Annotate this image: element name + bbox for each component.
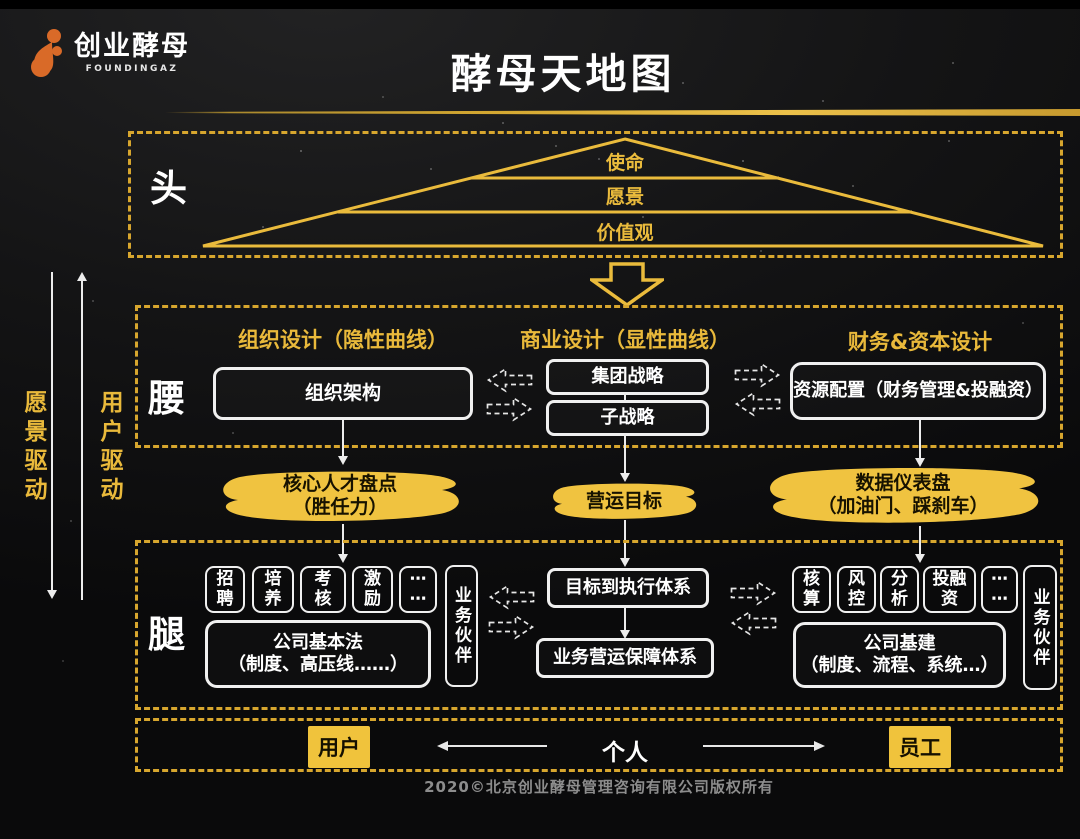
connector-line bbox=[624, 434, 626, 476]
employee-badge: 员工 bbox=[889, 726, 951, 768]
dashed-arrow-left-icon bbox=[486, 367, 533, 393]
legs-section-label: 腿 bbox=[148, 613, 185, 656]
individual-label: 个人 bbox=[602, 740, 648, 766]
user-badge: 用户 bbox=[308, 726, 370, 768]
finance-design-header: 财务&资本设计 bbox=[847, 330, 993, 354]
top-black-bar bbox=[0, 0, 1080, 9]
data-dashboard-blob: 数据仪表盘（加油门、踩刹车） bbox=[755, 464, 1051, 526]
connector-arrowhead bbox=[620, 473, 630, 482]
analysis-box: 分析 bbox=[880, 566, 919, 613]
pyramid-graphic: 使命 愿景 价值观 bbox=[202, 137, 1044, 248]
company-basic-law-box: 公司基本法（制度、高压线……） bbox=[205, 620, 431, 688]
bottom-section-box bbox=[135, 718, 1063, 772]
gold-brush-divider bbox=[165, 109, 1080, 116]
brand-subname: FOUNDINGAZ bbox=[85, 63, 179, 74]
business-partner-box-left: 业务伙伴 bbox=[445, 565, 478, 687]
incentive-box: 激励 bbox=[352, 566, 393, 613]
resource-allocation-box: 资源配置（财务管理&投融资） bbox=[790, 362, 1046, 420]
arrow-to-employee-icon bbox=[703, 741, 825, 751]
dashed-arrow-right-icon bbox=[734, 362, 781, 388]
investment-financing-box: 投融资 bbox=[923, 566, 976, 613]
brand-logo: 创业酵母 FOUNDINGAZ bbox=[28, 26, 190, 80]
recruit-box: 招聘 bbox=[205, 566, 245, 613]
pyramid-level-mission: 使命 bbox=[605, 151, 645, 174]
more-items-box: ⋯⋯ bbox=[981, 566, 1018, 613]
legs-section-box bbox=[135, 540, 1063, 710]
arrow-to-user-icon bbox=[437, 741, 547, 751]
connector-line bbox=[624, 393, 626, 401]
connector-line bbox=[919, 420, 921, 460]
goal-to-execution-box: 目标到执行体系 bbox=[547, 568, 709, 608]
dashed-arrow-left-icon bbox=[488, 584, 535, 610]
dashed-arrow-right-icon bbox=[488, 614, 535, 640]
operation-guarantee-box: 业务营运保障体系 bbox=[536, 638, 714, 678]
connector-line bbox=[624, 608, 626, 632]
operation-goal-blob: 营运目标 bbox=[545, 481, 703, 521]
connector-arrowhead bbox=[338, 456, 348, 465]
company-infrastructure-box: 公司基建（制度、流程、系统…） bbox=[793, 622, 1006, 688]
yeast-logo-icon bbox=[31, 29, 62, 77]
head-section-label: 头 bbox=[150, 167, 187, 210]
vision-driven-label: 愿景驱动 bbox=[20, 390, 46, 506]
dashed-arrow-right-icon bbox=[730, 580, 777, 606]
group-strategy-box: 集团战略 bbox=[546, 359, 709, 395]
user-driven-label: 用户驱动 bbox=[96, 390, 122, 506]
user-driven-arrowhead bbox=[77, 272, 87, 281]
org-design-header: 组织设计（隐性曲线） bbox=[238, 328, 448, 352]
talent-review-text: 核心人才盘点（胜任力） bbox=[282, 473, 397, 518]
connector-arrowhead bbox=[620, 558, 630, 567]
connector-arrowhead bbox=[620, 630, 630, 639]
connector-line bbox=[342, 420, 344, 458]
connector-arrowhead bbox=[338, 554, 348, 563]
biz-design-header: 商业设计（显性曲线） bbox=[520, 328, 730, 352]
brand-name: 创业酵母 bbox=[74, 31, 190, 62]
page-title: 酵母天地图 bbox=[450, 50, 676, 98]
sub-strategy-box: 子战略 bbox=[546, 400, 709, 436]
connector-arrowhead bbox=[915, 554, 925, 563]
business-partner-box-right: 业务伙伴 bbox=[1023, 565, 1057, 690]
waist-section-label: 腰 bbox=[148, 377, 185, 420]
talent-review-blob: 核心人才盘点（胜任力） bbox=[210, 468, 470, 524]
copyright-text: 2020©北京创业酵母管理咨询有限公司版权所有 bbox=[424, 778, 774, 796]
pyramid-level-vision: 愿景 bbox=[606, 186, 644, 208]
dashed-arrow-left-icon bbox=[734, 391, 781, 417]
brand-text-block: 创业酵母 FOUNDINGAZ bbox=[74, 26, 190, 74]
assess-box: 考核 bbox=[300, 566, 346, 613]
dashed-arrow-left-icon bbox=[730, 610, 777, 636]
org-structure-box: 组织架构 bbox=[213, 367, 473, 420]
connector-arrowhead bbox=[915, 458, 925, 467]
more-items-box: ⋯⋯ bbox=[399, 566, 437, 613]
risk-control-box: 风控 bbox=[837, 566, 876, 613]
head-section-box bbox=[128, 131, 1063, 258]
data-dashboard-text: 数据仪表盘（加油门、踩刹车） bbox=[817, 472, 989, 517]
big-down-arrow-icon bbox=[590, 262, 664, 307]
develop-box: 培养 bbox=[252, 566, 294, 613]
operation-goal-text: 营运目标 bbox=[585, 489, 662, 512]
dashed-arrow-right-icon bbox=[486, 396, 533, 422]
vision-driven-arrow-line bbox=[51, 272, 53, 592]
pyramid-level-values: 价值观 bbox=[596, 221, 653, 244]
waist-section-box bbox=[135, 305, 1063, 448]
vision-driven-arrowhead bbox=[47, 590, 57, 599]
accounting-box: 核算 bbox=[792, 566, 831, 613]
user-driven-arrow-line bbox=[81, 280, 83, 600]
